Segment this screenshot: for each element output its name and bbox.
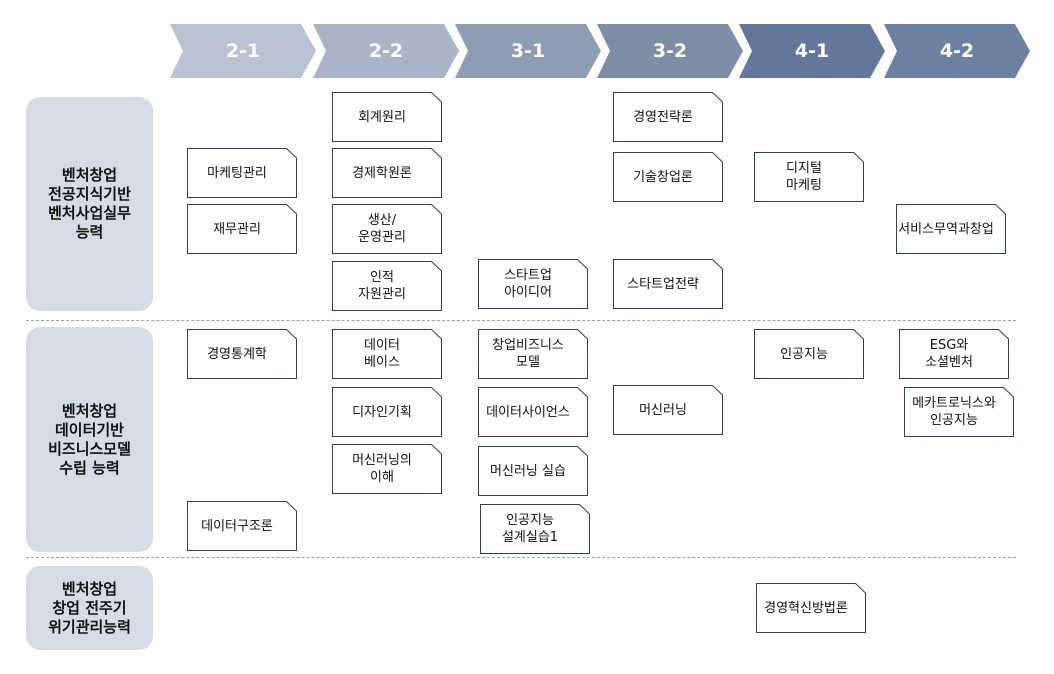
course-label: 생산/ 운영관리 <box>358 213 406 245</box>
course-box: 경제학원론 <box>332 148 442 198</box>
stage-chevron-3-1: 3-1 <box>455 24 601 78</box>
category-data-business-model: 벤처창업 데이터기반 비즈니스모델 수립 능력 <box>26 327 153 552</box>
course-box: 경영전략론 <box>613 92 723 142</box>
course-box: 인공지능 설계실습1 <box>480 504 590 554</box>
course-label: 디자인기획 <box>352 404 412 420</box>
stage-chevron-2-2: 2-2 <box>313 24 459 78</box>
course-label: 스타트업전략 <box>627 276 699 292</box>
course-label: 회계원리 <box>358 109 406 125</box>
course-label: 경제학원론 <box>352 165 412 181</box>
course-label: 머신러닝의 이해 <box>352 453 412 485</box>
stage-chevron-2-1: 2-1 <box>170 24 316 78</box>
course-label: 디지털 마케팅 <box>786 161 822 193</box>
course-box: 디자인기획 <box>332 387 442 437</box>
course-label: 인공지능 설계실습1 <box>501 513 559 545</box>
stage-label: 4-1 <box>794 40 830 62</box>
course-box: 기술창업론 <box>613 152 723 202</box>
course-box: 데이터구조론 <box>187 501 297 551</box>
course-box: ESG와 소셜벤처 <box>899 329 1009 379</box>
course-label: 인공지능 <box>780 346 828 362</box>
stage-label: 3-1 <box>510 40 546 62</box>
course-box: 생산/ 운영관리 <box>332 204 442 254</box>
stage-chevron-4-2: 4-2 <box>884 24 1030 78</box>
category-crisis-management: 벤처창업 창업 전주기 위기관리능력 <box>26 566 153 650</box>
stage-label: 2-2 <box>368 40 404 62</box>
course-box: 경영혁신방법론 <box>756 583 866 633</box>
course-box: 머신러닝 실습 <box>478 446 588 496</box>
row-separator <box>26 557 1016 558</box>
category-venture-practice: 벤처창업 전공지식기반 벤처사업실무 능력 <box>26 97 153 311</box>
course-box: 스타트업 아이디어 <box>478 259 588 309</box>
course-label: 데이터구조론 <box>201 518 273 534</box>
course-label: 경영전략론 <box>633 109 693 125</box>
stage-label: 3-2 <box>652 40 688 62</box>
course-label: 데이터 베이스 <box>364 338 400 370</box>
course-box: 스타트업전략 <box>613 259 723 309</box>
course-box: 데이터 베이스 <box>332 329 442 379</box>
course-label: 인적 자원관리 <box>358 270 406 302</box>
course-box: 메카트로닉스와 인공지능 <box>904 387 1014 437</box>
course-label: 서비스무역과창업 <box>898 221 994 237</box>
stage-label: 4-2 <box>939 40 975 62</box>
course-box: 인적 자원관리 <box>332 261 442 311</box>
course-box: 경영통계학 <box>187 329 297 379</box>
stage-chevron-3-2: 3-2 <box>597 24 743 78</box>
course-label: 경영혁신방법론 <box>764 600 848 616</box>
course-box: 회계원리 <box>332 92 442 142</box>
course-label: 메카트로닉스와 인공지능 <box>912 396 996 428</box>
course-label: 마케팅관리 <box>207 165 267 181</box>
stage-chevron-4-1: 4-1 <box>739 24 885 78</box>
course-label: 재무관리 <box>213 221 261 237</box>
course-label: 스타트업 아이디어 <box>504 268 552 300</box>
course-box: 마케팅관리 <box>187 148 297 198</box>
course-box: 데이터사이언스 <box>478 387 588 437</box>
category-label: 벤처창업 전공지식기반 벤처사업실무 능력 <box>48 166 131 241</box>
course-box: 재무관리 <box>187 204 297 254</box>
stage-label: 2-1 <box>225 40 261 62</box>
course-label: 데이터사이언스 <box>486 404 570 420</box>
course-box: 인공지능 <box>754 329 864 379</box>
course-label: ESG와 소셜벤처 <box>925 338 973 370</box>
category-label: 벤처창업 데이터기반 비즈니스모델 수립 능력 <box>48 401 131 477</box>
course-box: 창업비즈니스 모델 <box>478 329 588 379</box>
course-box: 디지털 마케팅 <box>754 152 864 202</box>
category-label: 벤처창업 창업 전주기 위기관리능력 <box>48 579 131 636</box>
course-label: 경영통계학 <box>207 346 267 362</box>
course-label: 기술창업론 <box>633 169 693 185</box>
course-label: 창업비즈니스 모델 <box>492 338 564 370</box>
course-label: 머신러닝 실습 <box>490 463 566 479</box>
row-separator <box>26 320 1016 321</box>
course-box: 서비스무역과창업 <box>896 204 1006 254</box>
course-box: 머신러닝 <box>613 385 723 435</box>
course-box: 머신러닝의 이해 <box>332 444 442 494</box>
course-label: 머신러닝 <box>639 402 687 418</box>
